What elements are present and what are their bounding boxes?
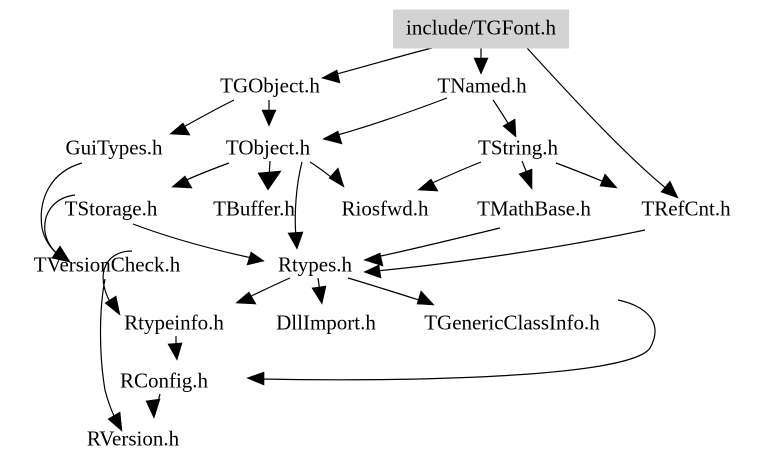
edge-Rtypes-to-DllImport	[311, 277, 327, 305]
edge-TString-to-TRefCnt	[555, 162, 618, 189]
arrowhead	[104, 295, 121, 316]
arrowhead	[321, 69, 341, 84]
arrowhead	[169, 122, 191, 136]
edge-TMathBase-to-Rtypes	[363, 227, 501, 267]
arrowhead	[145, 398, 161, 419]
graph-node-tstorage[interactable]: TStorage.h	[64, 196, 158, 221]
graph-node-dllimport[interactable]: DllImport.h	[276, 310, 376, 335]
edge-TObject-to-Rtypes	[287, 161, 304, 250]
edge-TString-to-Riosfwd	[417, 161, 482, 192]
graph-node-riosfwd[interactable]: Riosfwd.h	[341, 196, 429, 221]
arrowhead	[246, 251, 265, 266]
edge-TStorage-to-Rtypes	[132, 223, 265, 266]
edge-TVersionCheck-to-Rtypeinfo	[102, 250, 133, 316]
graph-node-tnamed[interactable]: TNamed.h	[437, 73, 527, 98]
arrowhead	[167, 342, 183, 361]
arrowhead	[107, 411, 123, 432]
edge-TNamed-to-TString	[492, 99, 517, 138]
graph-node-tgobject[interactable]: TGObject.h	[220, 73, 320, 98]
edge-TGFont-to-TNamed	[473, 48, 489, 75]
graph-node-tobject[interactable]: TObject.h	[225, 135, 311, 160]
arrowhead	[518, 168, 533, 190]
arrowhead	[311, 285, 327, 305]
graph-node-rtypeinfo[interactable]: Rtypeinfo.h	[124, 310, 224, 335]
arrowhead	[328, 167, 345, 188]
arrowhead	[363, 264, 382, 279]
graph-node-tmathbase[interactable]: TMathBase.h	[477, 196, 591, 221]
arrowhead	[416, 290, 435, 306]
edge-TObject-to-Riosfwd	[309, 161, 345, 188]
edge-TVersionCheck-to-RVersion	[99, 278, 123, 432]
edge-TNamed-to-TObject	[322, 97, 448, 145]
graph-node-tversioncheck[interactable]: TVersionCheck.h	[33, 252, 181, 277]
graph-node-rconfig[interactable]: RConfig.h	[119, 368, 209, 393]
edge-TObject-to-TBuffer	[257, 160, 282, 191]
edge-Rtypeinfo-to-RConfig	[167, 336, 183, 361]
edge-TGFont-to-TRefCnt	[526, 47, 679, 199]
edge-TGObject-to-TObject	[261, 100, 277, 127]
edge-TRefCnt-to-Rtypes	[363, 229, 646, 279]
graph-node-tstring[interactable]: TString.h	[478, 135, 558, 160]
edge-RConfig-to-RVersion	[145, 393, 161, 419]
arrowhead	[171, 175, 193, 189]
arrowhead	[322, 130, 343, 145]
edge-TGenericClassInfo-to-RConfig	[246, 299, 656, 386]
graph-node-rtypes[interactable]: Rtypes.h	[277, 252, 353, 277]
arrowhead	[261, 109, 277, 127]
arrowhead	[51, 245, 71, 263]
graph-node-tgenericclassinfo[interactable]: TGenericClassInfo.h	[424, 310, 600, 335]
edge-TObject-to-TStorage	[171, 162, 230, 189]
edge-Rtypes-to-TGenericClassInfo	[347, 277, 435, 306]
edge-TString-to-TMathBase	[518, 160, 533, 190]
graph-node-tbuffer[interactable]: TBuffer.h	[213, 196, 295, 221]
graph-node-trefcnt[interactable]: TRefCnt.h	[641, 196, 731, 221]
arrowhead	[417, 178, 439, 192]
arrowhead	[257, 170, 282, 191]
arrowhead	[473, 57, 489, 75]
arrowhead	[246, 371, 265, 386]
arrowhead	[235, 291, 257, 305]
edge-TGObject-to-GuiTypes	[169, 99, 235, 136]
arrowhead	[599, 173, 618, 189]
graph-node-tgfont[interactable]: include/TGFont.h	[393, 9, 569, 49]
arrowhead	[660, 180, 679, 199]
arrowhead	[502, 118, 517, 138]
graph-node-guitypes[interactable]: GuiTypes.h	[65, 135, 163, 160]
graph-node-rversion[interactable]: RVersion.h	[86, 426, 180, 451]
edge-Rtypes-to-Rtypeinfo	[235, 277, 291, 305]
arrowhead	[363, 252, 384, 267]
arrowhead	[287, 231, 304, 250]
edge-TGFont-to-TGObject	[321, 47, 433, 84]
edge-TStorage-to-TVersionCheck	[44, 194, 76, 263]
